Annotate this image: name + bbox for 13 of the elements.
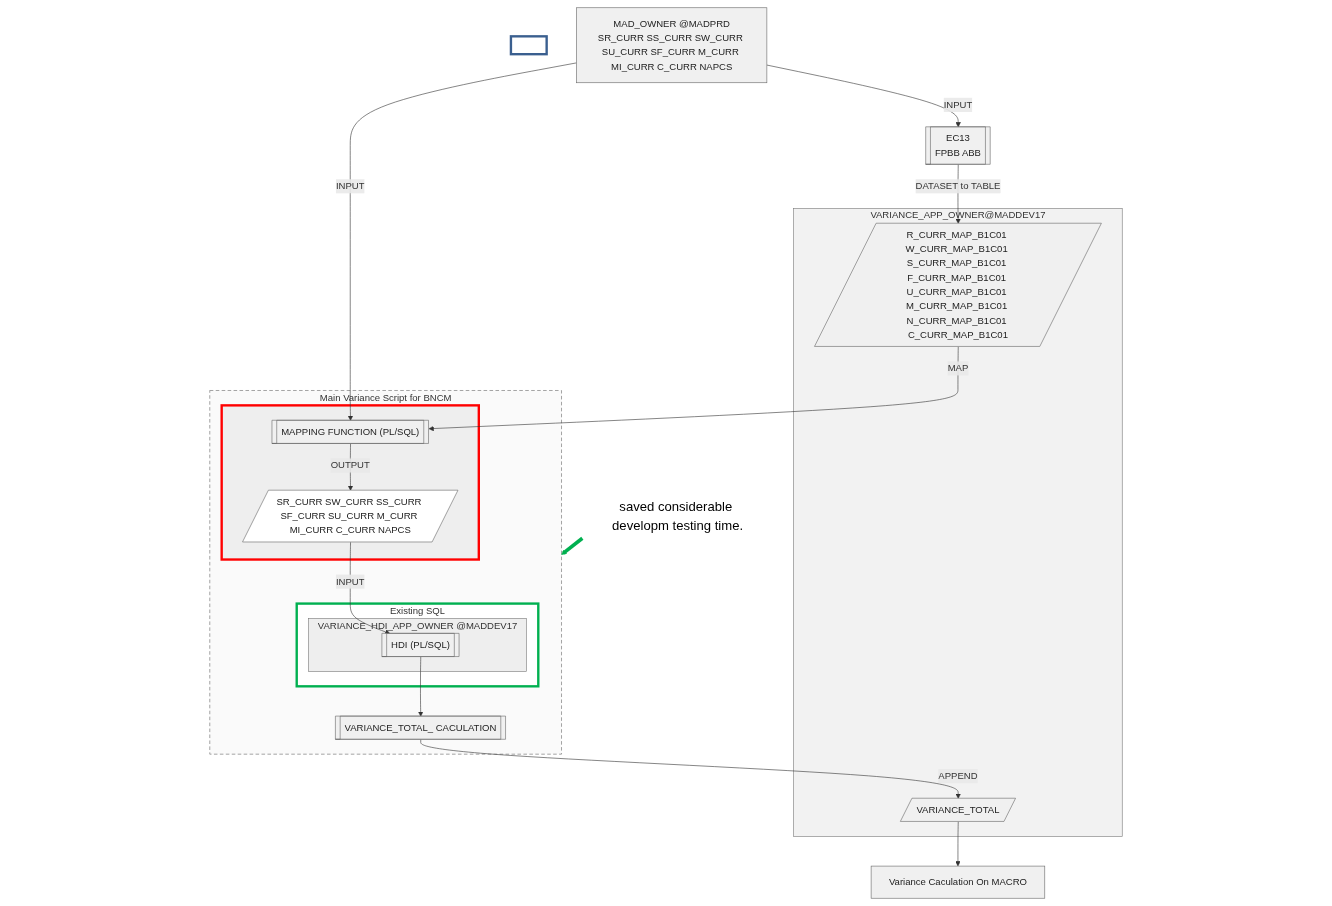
- node-text: saved considerable developm testing time.: [612, 498, 744, 534]
- edge-label: INPUT: [943, 99, 973, 110]
- node-box: [509, 35, 548, 56]
- edge-label: DATASET to TABLE: [915, 180, 1001, 192]
- cluster: [220, 404, 480, 561]
- edge-label: APPEND: [938, 770, 978, 781]
- node-box: MAD_OWNER @MADPRD SR_CURR SS_CURR SW_CURR SU_CURR SF_CURR M_CURR MI_CURR C_CURR NAPCS: [576, 7, 768, 84]
- node-box: Variance Caculation On MACRO: [870, 865, 1046, 899]
- edge-label: INPUT: [335, 180, 365, 192]
- edge-label: INPUT: [335, 576, 365, 587]
- arrow: [561, 536, 584, 555]
- edge-label: OUTPUT: [330, 460, 370, 471]
- edge-label: MAP: [947, 363, 969, 374]
